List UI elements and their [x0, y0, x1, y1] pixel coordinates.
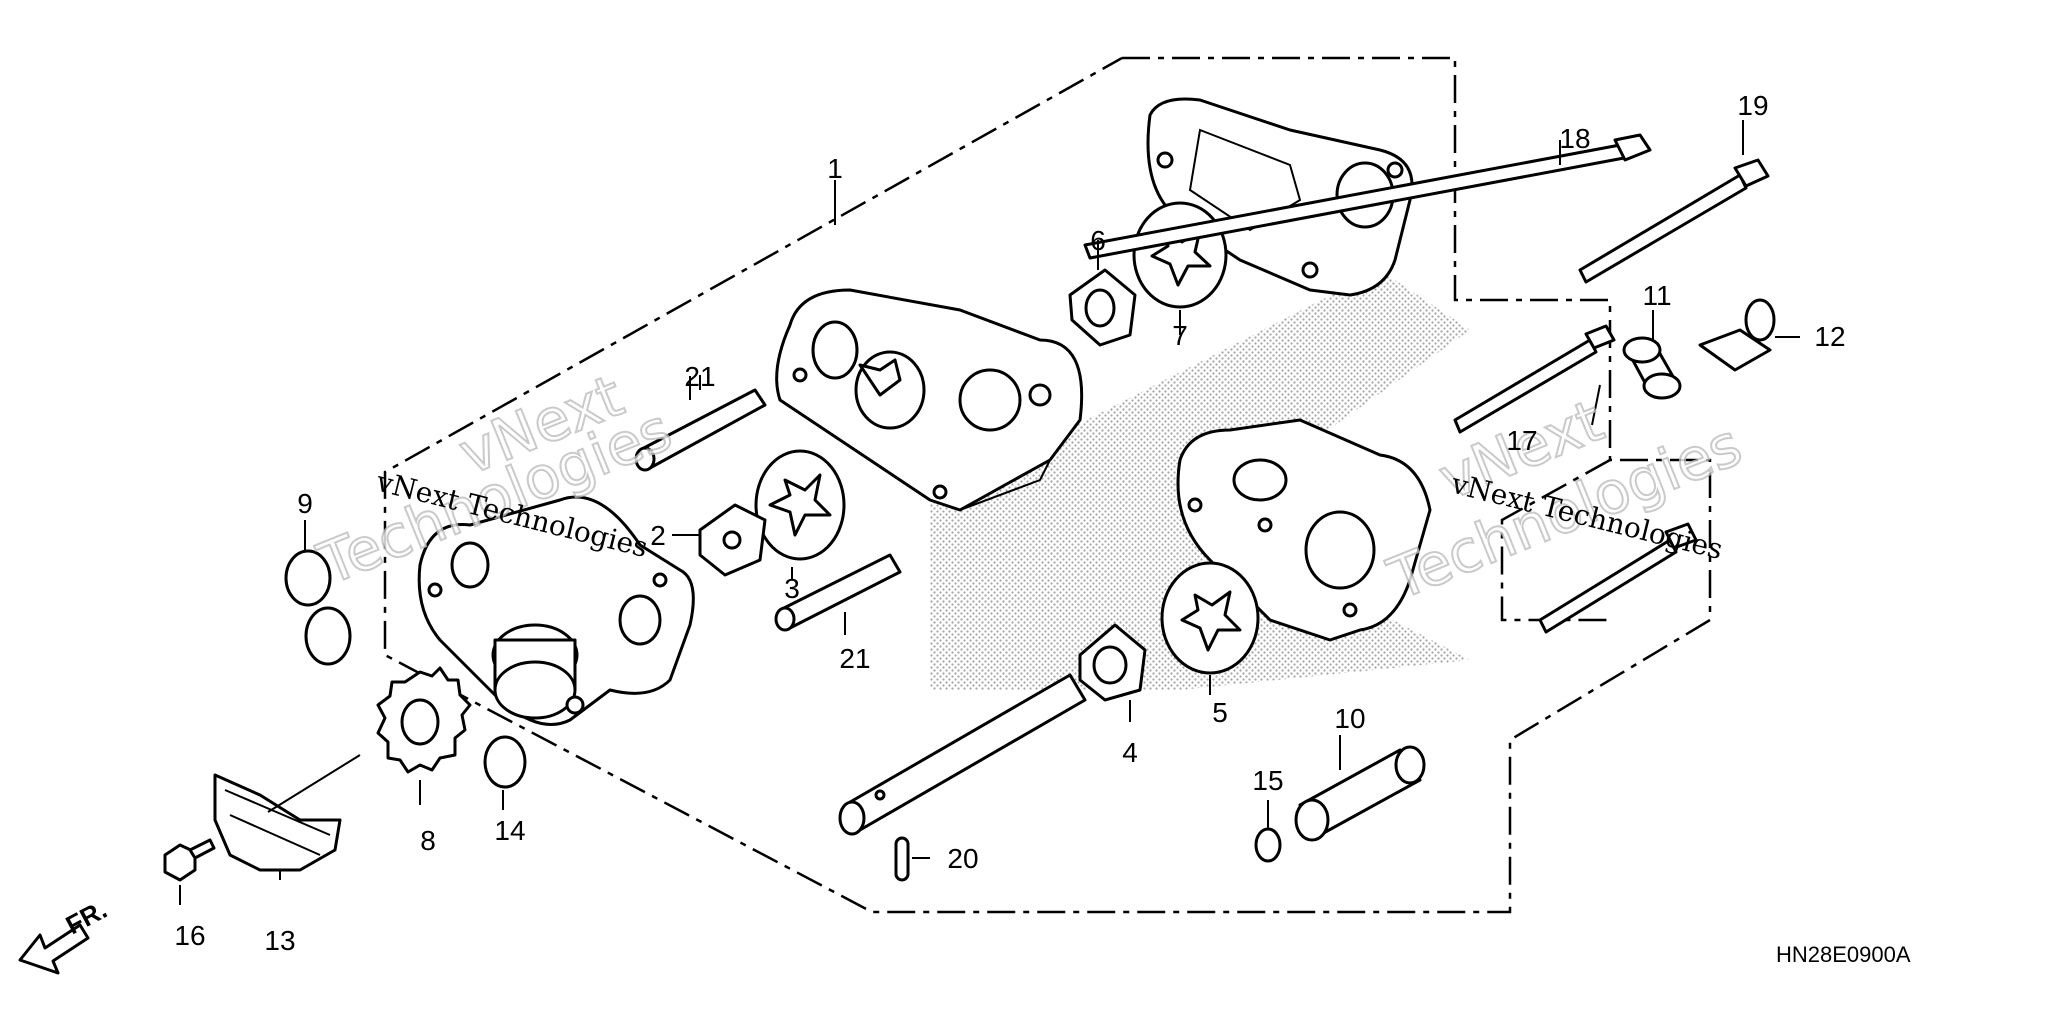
- bolt-17-lower: [1538, 522, 1698, 634]
- callout-10: 10: [1334, 703, 1365, 734]
- callout-2: 2: [650, 520, 666, 551]
- callout-18: 18: [1559, 123, 1590, 154]
- callout-7: 7: [1172, 320, 1188, 351]
- callout-6: 6: [1090, 225, 1106, 256]
- callout-8: 8: [420, 825, 436, 856]
- outer-rotor-3: [754, 449, 846, 561]
- callout-4: 4: [1122, 737, 1138, 768]
- pump-shaft: [838, 673, 1087, 836]
- callout-17: 17: [1506, 425, 1537, 456]
- dowel-pin-21-upper: [634, 388, 767, 472]
- callout-9: 9: [297, 488, 313, 519]
- drive-chain-13: [213, 773, 342, 872]
- callout-21-lower: 21: [839, 643, 870, 674]
- callouts: 1 2 3 4 5 6 7 8 9 10 11 12 13 14 15 16 1…: [174, 90, 1845, 956]
- bolt-17-upper: [1453, 324, 1616, 434]
- assembly-boundary: [383, 56, 1712, 914]
- callout-3: 3: [784, 573, 800, 604]
- inner-rotor-4: [1078, 623, 1147, 702]
- diagram-code: HN28E0900A: [1776, 942, 1911, 967]
- callout-1: 1: [827, 153, 843, 184]
- pump-body-center: [775, 288, 1084, 512]
- callout-13: 13: [264, 925, 295, 956]
- dowel-pin-21-lower: [774, 553, 902, 632]
- washer-15: [1254, 827, 1282, 863]
- bolt-19: [1578, 158, 1770, 284]
- front-arrow: FR.: [18, 894, 112, 975]
- outer-rotor-7: [1132, 201, 1228, 309]
- callout-12: 12: [1814, 321, 1845, 352]
- collar-10: [1294, 745, 1426, 842]
- leader-lines: [179, 120, 1800, 905]
- collar-11: [1622, 336, 1682, 400]
- sprocket-8: [376, 666, 472, 774]
- bracket-12: [1698, 298, 1776, 372]
- pump-housing-front: [417, 495, 695, 726]
- callout-5: 5: [1212, 697, 1228, 728]
- inner-rotor-2: [698, 503, 767, 577]
- callout-14: 14: [494, 815, 525, 846]
- inner-rotor-6: [1068, 268, 1137, 347]
- callout-21-upper: 21: [684, 361, 715, 392]
- callout-11: 11: [1642, 280, 1671, 311]
- bolt-18: [1083, 133, 1652, 260]
- callout-15: 15: [1252, 765, 1283, 796]
- callout-16: 16: [174, 920, 205, 951]
- o-rings-9: [284, 549, 352, 666]
- callout-20: 20: [947, 843, 978, 874]
- outer-rotor-5: [1160, 561, 1260, 675]
- pin-20: [894, 836, 910, 882]
- o-ring-14: [483, 735, 527, 789]
- callout-19: 19: [1737, 90, 1768, 121]
- bolt-16: [163, 838, 216, 882]
